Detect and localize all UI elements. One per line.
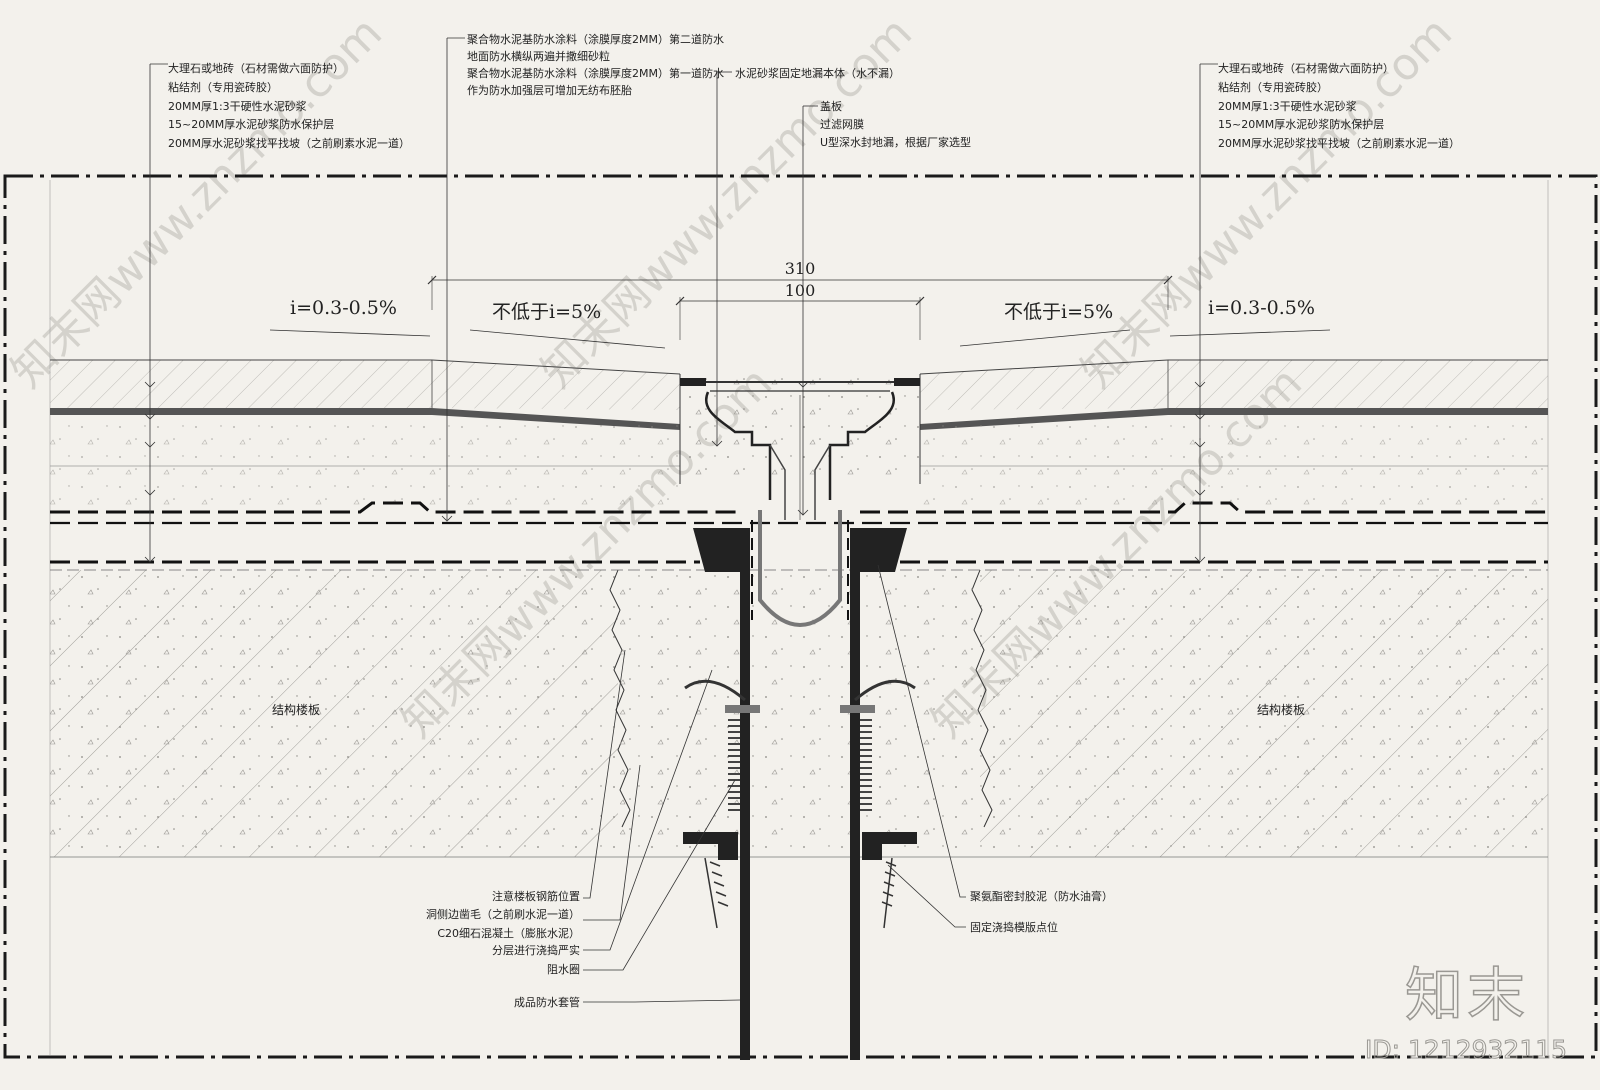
structural-slab — [50, 569, 1548, 858]
slope-right-outer: i=0.3-0.5% — [1208, 297, 1315, 319]
label-slab-right: 结构楼板 — [1257, 702, 1305, 717]
drawing-border — [3, 174, 1598, 1059]
slope-left-inner: 不低于i=5% — [492, 301, 601, 323]
label-u-trap: U型深水封地漏，根据厂家选型 — [820, 135, 971, 149]
label-slab-left: 结构楼板 — [272, 702, 320, 717]
floor-layers — [50, 359, 1548, 571]
label-hole-edge: 洞侧边凿毛（之前刷水泥一道） — [426, 907, 580, 921]
label-pu-sealant: 聚氨酯密封胶泥（防水油膏） — [970, 889, 1113, 903]
labels-bottom-left: 注意楼板钢筋位置 洞侧边凿毛（之前刷水泥一道） C20细石混凝土（膨胀水泥） 分… — [426, 889, 580, 1009]
brand-id: ID: 1212932115 — [1365, 1035, 1567, 1064]
label-waterproof-1: 聚合物水泥基防水涂料（涂膜厚度2MM）第一道防水 — [467, 66, 724, 80]
drain-cover-left — [680, 378, 706, 386]
label-leveling-layer: 20MM厚水泥砂浆找平找坡（之前刷素水泥一道） — [168, 136, 410, 150]
sleeve-pipe-left — [740, 528, 750, 1060]
label-waterproof-2: 聚合物水泥基防水涂料（涂膜厚度2MM）第二道防水 — [467, 32, 724, 46]
label-layered-pour: 分层进行浇捣严实 — [492, 943, 580, 957]
label-dry-mortar: 20MM厚1:3干硬性水泥砂浆 — [168, 99, 307, 113]
dimension-annotations: 310 100 — [427, 259, 1173, 340]
label-fix-drain: 水泥砂浆固定地漏本体（水不漏） — [735, 66, 900, 80]
labels-top-right: 大理石或地砖（石材需做六面防护） 粘结剂（专用瓷砖胶） 20MM厚1:3干硬性水… — [1218, 61, 1460, 150]
label-protection-layer: 15~20MM厚水泥砂浆防水保护层 — [1218, 117, 1384, 131]
label-formwork-point: 固定浇捣模版点位 — [970, 920, 1058, 934]
drain-cover-right — [894, 378, 920, 386]
labels-drain: 盖板 过滤网膜 U型深水封地漏，根据厂家选型 — [820, 99, 971, 149]
label-dry-mortar: 20MM厚1:3干硬性水泥砂浆 — [1218, 99, 1357, 113]
label-stone-tile: 大理石或地砖（石材需做六面防护） — [1218, 61, 1394, 75]
labels-top-left: 大理石或地砖（石材需做六面防护） 粘结剂（专用瓷砖胶） 20MM厚1:3干硬性水… — [168, 61, 410, 150]
label-cover-plate: 盖板 — [820, 99, 842, 113]
drain-body — [705, 391, 895, 500]
leader-lines — [144, 37, 1218, 1003]
label-waterproof-2-note: 地面防水横纵两遍并撒细砂粒 — [467, 49, 610, 63]
label-protection-layer: 15~20MM厚水泥砂浆防水保护层 — [168, 117, 334, 131]
label-c20-concrete: C20细石混凝土（膨胀水泥） — [437, 926, 580, 940]
brand-logo: 知末 — [1405, 961, 1529, 1029]
label-adhesive: 粘结剂（专用瓷砖胶） — [168, 80, 278, 94]
label-water-stop: 阻水圈 — [547, 963, 580, 976]
label-leveling-layer: 20MM厚水泥砂浆找平找坡（之前刷素水泥一道） — [1218, 136, 1460, 150]
dimension-100: 100 — [785, 281, 816, 300]
sleeve-pipe-right — [850, 528, 860, 1060]
u-trap — [758, 510, 842, 627]
sealant-left — [693, 528, 748, 572]
label-sleeve: 成品防水套管 — [514, 995, 580, 1009]
sealant-right — [852, 528, 907, 572]
slope-annotations: i=0.3-0.5% 不低于i=5% 不低于i=5% i=0.3-0.5% — [269, 297, 1331, 349]
labels-bottom-right: 聚氨酯密封胶泥（防水油膏） 固定浇捣模版点位 — [970, 889, 1113, 934]
label-stone-tile: 大理石或地砖（石材需做六面防护） — [168, 61, 344, 75]
label-filter: 过滤网膜 — [820, 118, 864, 131]
slope-right-inner: 不低于i=5% — [1004, 301, 1113, 323]
label-adhesive: 粘结剂（专用瓷砖胶） — [1218, 80, 1328, 94]
dimension-310: 310 — [785, 259, 816, 278]
floor-drain-assembly — [679, 374, 921, 1060]
label-rebar-note: 注意楼板钢筋位置 — [492, 889, 580, 903]
slope-left-outer: i=0.3-0.5% — [290, 297, 397, 319]
label-waterproof-1-note: 作为防水加强层可增加无纺布胚胎 — [467, 83, 632, 97]
labels-waterproofing: 聚合物水泥基防水涂料（涂膜厚度2MM）第二道防水 地面防水横纵两遍并撒细砂粒 聚… — [467, 32, 724, 97]
water-stop-ring — [684, 679, 916, 702]
